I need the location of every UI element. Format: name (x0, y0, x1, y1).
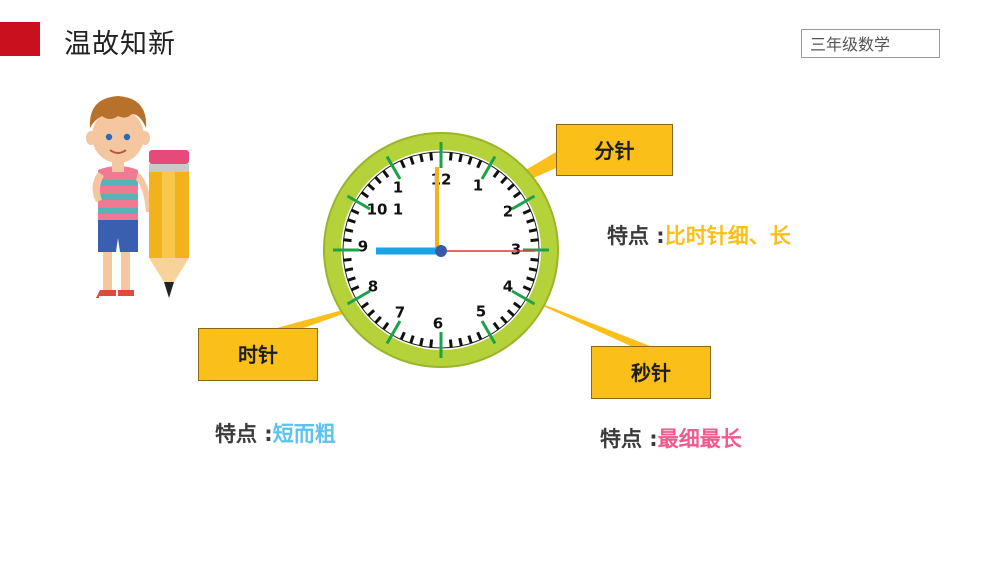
minute-tick (500, 315, 508, 324)
minute-tick (506, 183, 515, 191)
minute-tick (476, 331, 483, 341)
header-accent-bar (0, 22, 40, 56)
minute-tick (530, 238, 539, 243)
minute-tick (343, 257, 352, 262)
minute-tick (360, 191, 370, 199)
minute-tick (492, 321, 500, 331)
clock-number: 1 (393, 179, 403, 197)
minute-tick (409, 156, 415, 165)
minute-tick (374, 176, 382, 185)
minute-tick (350, 208, 360, 215)
hour-tick (385, 320, 402, 345)
minute-tick (458, 337, 463, 347)
minute-tick (528, 228, 538, 233)
minute-tick (382, 169, 390, 179)
minute-tick (419, 337, 424, 347)
minute-tick (530, 257, 539, 262)
minute-tick (526, 276, 535, 282)
clock-number: 9 (358, 238, 368, 256)
minute-tick (522, 208, 532, 215)
clock-number: 7 (395, 304, 405, 322)
boy-illustration (86, 96, 152, 299)
minute-tick (350, 285, 360, 292)
clock-number: 4 (503, 278, 513, 296)
minute-tick (500, 176, 508, 185)
grade-label: 三年级数学 (801, 29, 940, 58)
minute-tick (367, 309, 376, 317)
feature-value: 短而粗 (272, 422, 336, 446)
minute-tick (409, 335, 415, 344)
hour-tick (480, 320, 497, 345)
minute-tick (344, 228, 354, 233)
minute-tick (367, 183, 376, 191)
feature-prefix: 特点 : (607, 224, 665, 248)
minute-tick (467, 156, 473, 165)
hour-tick (480, 155, 497, 180)
minute-tick (399, 159, 406, 169)
clock-number: 6 (433, 315, 443, 333)
clock-number: 12 (431, 171, 452, 189)
minute-hand-feature: 特点 :比时针细、长 (607, 220, 791, 250)
minute-tick (419, 153, 424, 163)
minute-hand-label: 分针 (556, 124, 673, 176)
minute-tick (526, 218, 535, 224)
hour-hand-label: 时针 (198, 328, 318, 381)
minute-tick (344, 267, 354, 272)
second-hand-label: 秒针 (591, 346, 711, 399)
hour-tick (511, 194, 536, 211)
clock-number: 5 (476, 303, 486, 321)
clock-number: 1 (393, 201, 403, 219)
minute-tick (343, 238, 352, 243)
hour-tick (511, 289, 536, 306)
minute-tick (512, 191, 522, 199)
feature-value: 比时针细、长 (664, 224, 791, 248)
page-title: 温故知新 (64, 29, 176, 60)
second-hand-feature: 特点 :最细最长 (600, 423, 742, 453)
minute-tick (399, 331, 406, 341)
minute-tick (429, 152, 434, 161)
minute-tick (476, 159, 483, 169)
minute-tick (448, 339, 453, 348)
hour-hand-feature: 特点 :短而粗 (215, 418, 336, 448)
clock-number: 2 (503, 203, 513, 221)
minute-tick (467, 335, 473, 344)
clock-number: 8 (368, 278, 378, 296)
minute-tick (522, 285, 532, 292)
clock-number: 3 (511, 241, 521, 259)
minute-tick (374, 315, 382, 324)
minute-tick (506, 309, 515, 317)
minute-tick (528, 267, 538, 272)
clock-number: 10 (367, 201, 388, 219)
pencil-illustration (149, 150, 189, 298)
hour-tick (346, 194, 371, 211)
minute-tick (492, 169, 500, 179)
minute-tick (429, 339, 434, 348)
minute-tick (347, 276, 356, 282)
feature-prefix: 特点 : (600, 427, 658, 451)
second-label-pointer (512, 292, 655, 348)
clock-center-icon (435, 245, 447, 257)
minute-tick (458, 153, 463, 163)
hour-tick (346, 289, 371, 306)
minute-tick (360, 301, 370, 309)
minute-tick (347, 218, 356, 224)
clock-number: 1 (473, 177, 483, 195)
minute-tick (448, 152, 453, 161)
minute-tick (382, 321, 390, 331)
feature-prefix: 特点 : (215, 422, 273, 446)
hour-tick (385, 155, 402, 180)
feature-value: 最细最长 (657, 427, 742, 451)
minute-tick (512, 301, 522, 309)
